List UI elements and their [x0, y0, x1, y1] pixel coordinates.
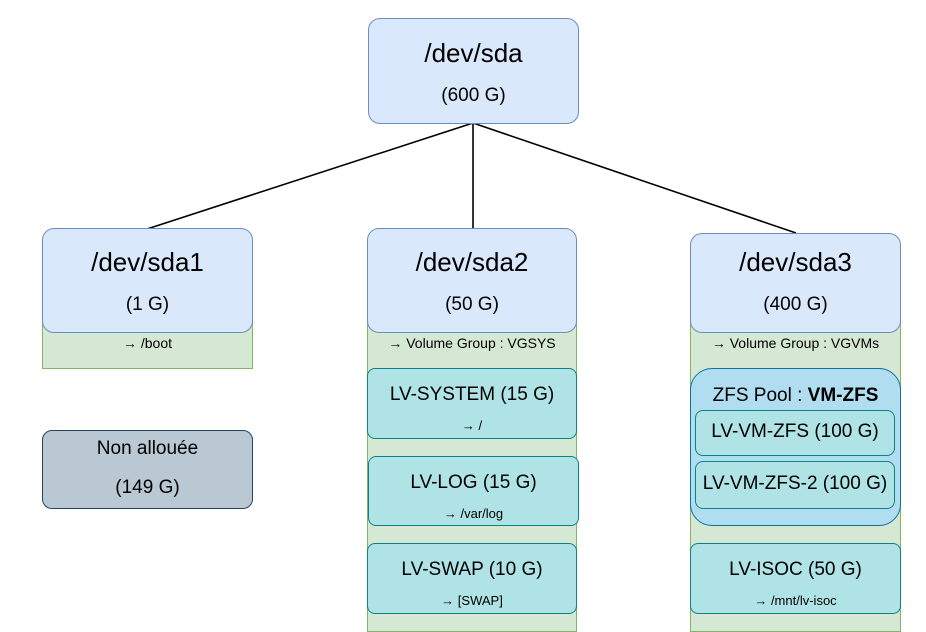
vgvms-label: → Volume Group : VGVMs — [711, 335, 880, 351]
lv-log-name: LV-LOG (15 G) — [410, 472, 537, 493]
disk-sda-size: (600 G) — [441, 85, 506, 106]
lv-isoc[interactable]: LV-ISOC (50 G) → /mnt/lv-isoc — [690, 543, 901, 614]
lv-swap[interactable]: LV-SWAP (10 G) → [SWAP] — [367, 543, 577, 614]
partition-sda2-size: (50 G) — [445, 294, 499, 315]
lv-vm-zfs-2-name: LV-VM-ZFS-2 (100 G) — [702, 473, 888, 494]
partition-sda3[interactable]: /dev/sda3 (400 G) — [690, 233, 901, 333]
lv-isoc-mount: → /mnt/lv-isoc — [754, 593, 837, 608]
unallocated-space[interactable]: Non allouée (149 G) — [42, 430, 253, 509]
zfs-pool-name: VM-ZFS — [807, 385, 879, 406]
partition-sda1-name: /dev/sda1 — [91, 247, 204, 277]
disk-sda[interactable]: /dev/sda (600 G) — [368, 18, 579, 124]
lv-system-mount: → / — [461, 418, 483, 433]
edge-sda-sda1 — [146, 122, 474, 230]
lv-vm-zfs-name: LV-VM-ZFS (100 G) — [711, 421, 879, 442]
partition-sda3-name: /dev/sda3 — [739, 247, 852, 277]
vgsys-label: → Volume Group : VGSYS — [388, 335, 556, 351]
edge-sda-sda3 — [472, 122, 797, 234]
unallocated-label: Non allouée — [96, 438, 199, 459]
lv-vm-zfs-2[interactable]: LV-VM-ZFS-2 (100 G) — [695, 461, 895, 509]
unallocated-size: (149 G) — [115, 477, 180, 498]
lv-system[interactable]: LV-SYSTEM (15 G) → / — [367, 368, 577, 439]
partition-sda2[interactable]: /dev/sda2 (50 G) — [367, 228, 577, 333]
partition-sda1[interactable]: /dev/sda1 (1 G) — [42, 228, 253, 333]
lv-system-name: LV-SYSTEM (15 G) — [389, 384, 555, 405]
lv-log[interactable]: LV-LOG (15 G) → /var/log — [368, 456, 579, 526]
partition-sda3-size: (400 G) — [763, 294, 828, 315]
partition-sda1-size: (1 G) — [125, 294, 170, 315]
disk-sda-name: /dev/sda — [424, 38, 523, 68]
lv-swap-name: LV-SWAP (10 G) — [401, 559, 543, 580]
lv-swap-mount: → [SWAP] — [441, 593, 503, 608]
lv-isoc-name: LV-ISOC (50 G) — [729, 559, 862, 580]
lv-log-mount: → /var/log — [443, 506, 504, 521]
zfs-pool-prefix: ZFS Pool : — [712, 385, 808, 406]
partition-sda2-name: /dev/sda2 — [415, 247, 529, 277]
lv-vm-zfs[interactable]: LV-VM-ZFS (100 G) — [695, 410, 895, 456]
zfs-pool-title: ZFS Pool : VM-ZFS — [691, 385, 900, 407]
partition-sda1-mount: → /boot — [122, 335, 173, 351]
